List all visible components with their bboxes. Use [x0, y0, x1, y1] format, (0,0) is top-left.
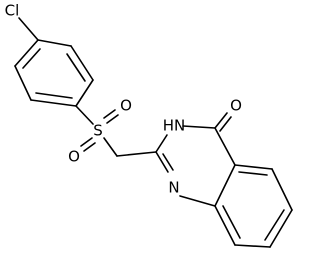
bond-c4a-c5-inner	[238, 171, 268, 176]
bond-c2-nh	[155, 134, 168, 153]
bond-s-o-bottom-2	[83, 142, 96, 152]
bond-c6-c7	[269, 209, 293, 248]
bond-c4-o-1	[214, 112, 228, 129]
bond-c4a-c8a	[214, 164, 236, 207]
bond-ring-d	[14, 65, 32, 101]
label-nitrogen: N	[168, 179, 179, 197]
bond-ch2-c2	[116, 151, 157, 157]
bond-c8-c8a	[214, 205, 236, 246]
bond-c6-c7-inner	[264, 209, 285, 241]
label-oxygen-bottom: O	[68, 148, 80, 166]
label-sulfur: S	[93, 122, 103, 140]
label-chlorine: Cl	[5, 2, 20, 20]
bond-ring-f	[75, 79, 94, 107]
bond-ring-a	[14, 39, 39, 67]
label-oxygen-top: O	[120, 97, 132, 115]
sulfonyl-group	[75, 105, 157, 157]
bond-ring-e-inner	[35, 92, 73, 99]
bond-s-o-bottom-1	[80, 137, 93, 147]
bond-n-c8a	[179, 195, 216, 207]
bond-ring-c-inner	[66, 53, 86, 82]
quinazolinone-ring	[155, 112, 293, 248]
bond-ring-s	[75, 105, 94, 125]
bond-c4a-c5	[234, 164, 273, 170]
bond-ring-e	[30, 99, 77, 107]
chlorophenyl-ring	[14, 17, 94, 107]
bond-nh-c4	[182, 125, 216, 129]
bond-c4-c4a	[214, 127, 236, 166]
label-nh: HN	[163, 117, 186, 135]
bond-c2-n	[155, 151, 169, 173]
bond-s-o-top-2	[106, 114, 119, 124]
bond-ring-a-inner	[22, 48, 41, 69]
bond-ring-b	[37, 39, 72, 47]
bond-ring-c	[70, 45, 94, 81]
bond-c2-n-inner	[162, 153, 174, 171]
bond-c8-c8a-inner	[222, 205, 241, 239]
bond-cl-c1	[18, 17, 39, 41]
bond-c5-c6	[271, 168, 293, 211]
bond-c4-o-2	[219, 116, 232, 132]
bond-c7-c8	[234, 244, 271, 248]
label-oxygen-carbonyl: O	[230, 97, 242, 115]
bond-s-ch2	[103, 137, 118, 157]
molecule-structure: Cl S O O HN O N	[5, 2, 293, 248]
bond-s-o-top-1	[103, 109, 116, 119]
